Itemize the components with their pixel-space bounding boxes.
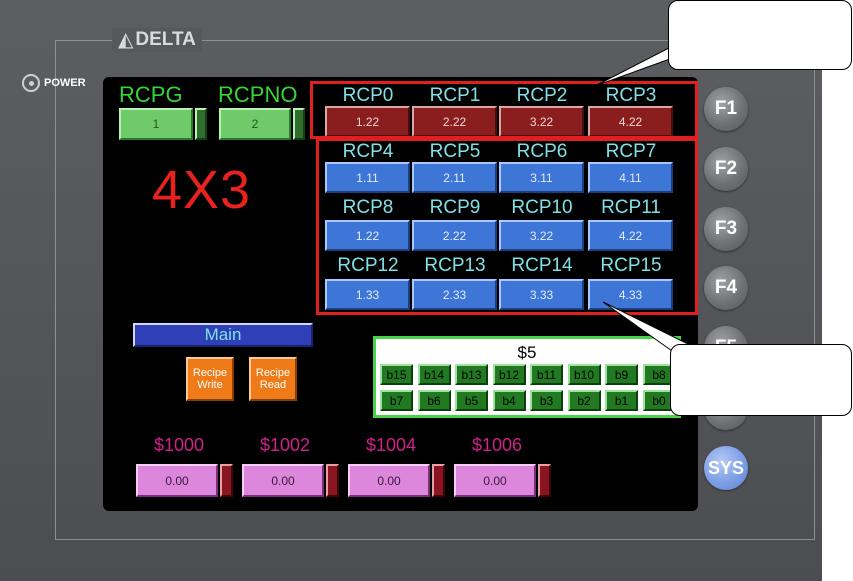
recipe-value-cell[interactable]: 4.33 — [588, 279, 673, 310]
bit-indicator[interactable]: b9 — [605, 364, 638, 385]
rcpno-input-tab[interactable] — [293, 108, 305, 140]
power-label: POWER — [44, 77, 86, 89]
recipe-value-cell[interactable]: 1.11 — [325, 162, 410, 193]
recipe-label: RCP12 — [337, 255, 399, 276]
register-field-tab[interactable] — [538, 464, 551, 497]
recipe-label: RCP10 — [511, 197, 573, 218]
rcpno-label: RCPNO — [218, 82, 298, 107]
recipe-value-cell[interactable]: 4.11 — [588, 162, 673, 193]
bit-indicator[interactable]: b6 — [417, 390, 451, 411]
rcpg-input[interactable]: 1 — [119, 108, 193, 140]
recipe-label: RCP4 — [342, 141, 394, 162]
register-label: $1004 — [366, 435, 417, 455]
register-label: $1006 — [472, 435, 523, 455]
register-value-field[interactable]: 0.00 — [348, 464, 430, 497]
bit-indicator[interactable]: b5 — [455, 390, 488, 411]
recipe-read-line2: Read — [259, 379, 287, 391]
recipe-value-cell[interactable]: 3.33 — [499, 279, 584, 310]
bit-panel-title: $5 — [517, 343, 537, 362]
recipe-read-button[interactable]: Recipe Read — [249, 357, 297, 401]
recipe-label: RCP13 — [424, 255, 486, 276]
recipe-label: RCP9 — [429, 197, 481, 218]
recipe-read-line1: Recipe — [255, 367, 291, 379]
rcpg-input-tab[interactable] — [195, 108, 207, 140]
register-label: $1002 — [260, 435, 311, 455]
bit-indicator[interactable]: b13 — [455, 364, 488, 385]
register-field-tab[interactable] — [220, 464, 233, 497]
bit-indicator[interactable]: b14 — [417, 364, 451, 385]
recipe-label: RCP11 — [601, 197, 661, 218]
bit-indicator[interactable]: b7 — [380, 390, 413, 411]
f1-key[interactable]: F1 — [704, 87, 748, 131]
register-value-field[interactable]: 0.00 — [242, 464, 324, 497]
bit-indicator[interactable]: b11 — [530, 364, 563, 385]
recipe-value-cell[interactable]: 3.22 — [499, 220, 584, 251]
recipe-value-cell[interactable]: 2.22 — [412, 220, 497, 251]
recipe-label: RCP6 — [516, 141, 568, 162]
recipe-write-line2: Write — [197, 379, 223, 391]
bit-indicator[interactable]: b1 — [605, 390, 638, 411]
f4-key[interactable]: F4 — [704, 266, 748, 310]
bit-indicator[interactable]: b2 — [567, 390, 601, 411]
delta-logo: ◭ DELTA — [112, 28, 202, 52]
recipe-label: RCP1 — [429, 85, 481, 106]
recipe-label: RCP5 — [429, 141, 481, 162]
power-led-icon — [22, 74, 40, 92]
current-recipe-highlight — [310, 81, 698, 139]
bit-indicator[interactable]: b3 — [530, 390, 563, 411]
register-field-tab[interactable] — [326, 464, 339, 497]
recipe-table-highlight — [316, 138, 698, 315]
bezel-frame-line — [55, 40, 815, 540]
recipe-value-cell[interactable]: 1.33 — [325, 279, 410, 310]
bit-indicator[interactable]: b12 — [492, 364, 526, 385]
main-screen-button[interactable]: Main — [133, 323, 313, 347]
recipe-label: RCP7 — [605, 141, 657, 162]
bit-indicator[interactable]: b4 — [492, 390, 526, 411]
sys-key[interactable]: SYS — [704, 446, 748, 490]
recipe-label: RCP8 — [342, 197, 394, 218]
register-value-field[interactable]: 0.00 — [136, 464, 218, 497]
recipe-value-cell[interactable]: 1.22 — [325, 220, 410, 251]
recipe-value-cell[interactable]: 3.11 — [499, 162, 584, 193]
recipe-label: RCP2 — [516, 85, 568, 106]
recipe-label: RCP14 — [511, 255, 573, 276]
recipe-write-button[interactable]: Recipe Write — [186, 357, 234, 401]
register-field-tab[interactable] — [432, 464, 445, 497]
recipe-write-line1: Recipe — [192, 367, 228, 379]
f2-key[interactable]: F2 — [704, 147, 748, 191]
callout-box-bottom — [670, 344, 852, 416]
recipe-label: RCP15 — [600, 255, 662, 276]
recipe-value-cell[interactable]: 2.33 — [412, 279, 497, 310]
delta-triangle-icon: ◭ — [118, 29, 134, 51]
bit-indicator[interactable]: b15 — [380, 364, 413, 385]
power-indicator: POWER — [22, 74, 86, 92]
bit-indicator[interactable]: b0 — [642, 390, 676, 411]
register-label: $1000 — [154, 435, 205, 455]
bit-indicator[interactable]: b10 — [567, 364, 601, 385]
f3-key[interactable]: F3 — [704, 207, 748, 251]
recipe-value-cell[interactable]: 4.22 — [588, 220, 673, 251]
layout-size-label: 4X3 — [152, 160, 252, 220]
brand-text: DELTA — [135, 29, 196, 50]
recipe-value-cell[interactable]: 1.22 — [325, 106, 410, 137]
callout-box-top — [668, 0, 852, 70]
recipe-value-cell[interactable]: 2.11 — [412, 162, 497, 193]
recipe-label: RCP3 — [605, 85, 657, 106]
recipe-label: RCP0 — [342, 85, 394, 106]
rcpg-label: RCPG — [119, 82, 183, 107]
rcpno-input[interactable]: 2 — [219, 108, 291, 140]
recipe-value-cell[interactable]: 4.22 — [588, 106, 673, 137]
register-value-field[interactable]: 0.00 — [454, 464, 536, 497]
